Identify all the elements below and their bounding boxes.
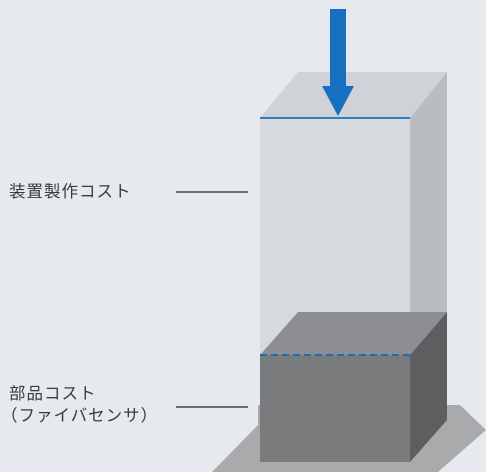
parts-cost-label: 部品コスト （ファイバセンサ） — [1, 383, 158, 427]
down-arrow-icon — [322, 9, 354, 116]
parts-cost-label-line1: 部品コスト — [9, 384, 97, 403]
upper-block-side — [410, 72, 447, 355]
device-cost-label: 装置製作コスト — [9, 182, 132, 201]
lower-block-front — [260, 355, 410, 462]
lower-block-side — [410, 312, 447, 462]
lower-block-top — [260, 312, 447, 355]
upper-block-top — [260, 72, 447, 118]
parts-cost-label-line2: （ファイバセンサ） — [1, 406, 159, 425]
